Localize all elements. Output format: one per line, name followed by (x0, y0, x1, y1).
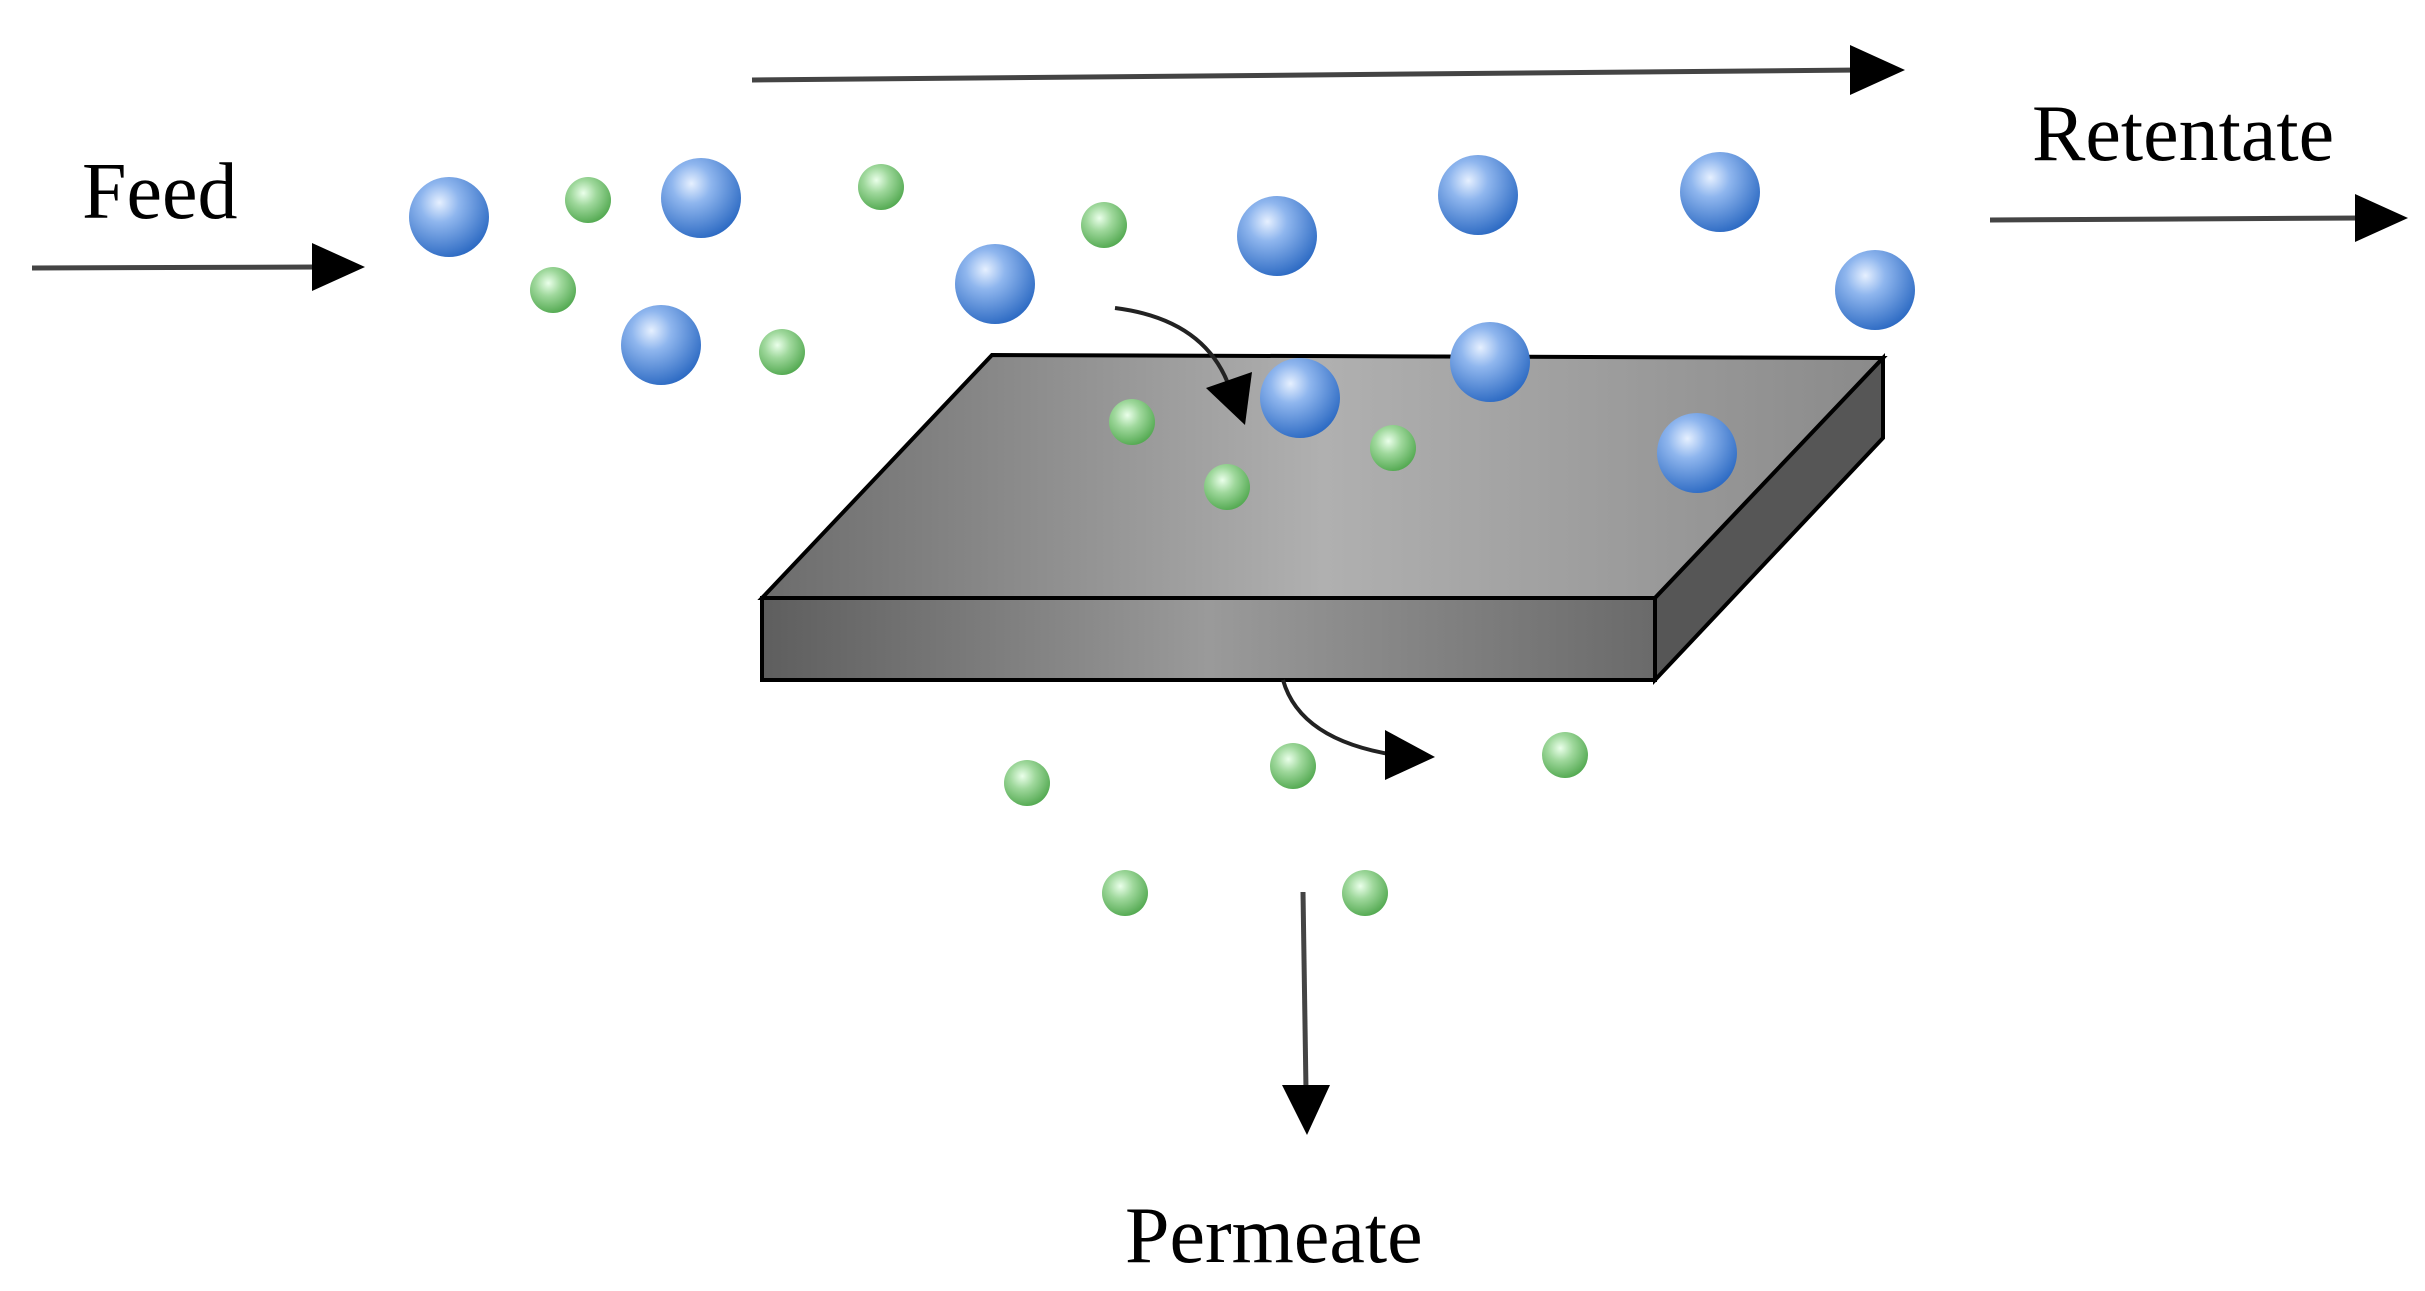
curved-arrow-out-of-membrane (1281, 679, 1435, 780)
small-particles (530, 164, 1588, 916)
large-particles (409, 152, 1915, 493)
top-flow-arrow (751, 45, 1905, 95)
small-particle (1204, 464, 1250, 510)
retentate-label: Retentate (2032, 90, 2334, 178)
large-particle (1438, 155, 1518, 235)
permeate-label: Permeate (1125, 1192, 1423, 1280)
large-particle (621, 305, 701, 385)
large-particle (409, 177, 489, 257)
feed-label: Feed (82, 148, 238, 236)
small-particle (1102, 870, 1148, 916)
small-particle (1542, 732, 1588, 778)
curved-arrow-into-membrane (1114, 306, 1252, 425)
small-particle (1370, 425, 1416, 471)
large-particle (1680, 152, 1760, 232)
large-particle (955, 244, 1035, 324)
retentate-arrow (1989, 194, 2408, 242)
small-particle (759, 329, 805, 375)
large-particle (1450, 322, 1530, 402)
large-particle (661, 158, 741, 238)
small-particle (565, 177, 611, 223)
feed-arrow (31, 243, 365, 291)
large-particle (1835, 250, 1915, 330)
large-particle (1657, 413, 1737, 493)
small-particle (1004, 760, 1050, 806)
small-particle (1109, 399, 1155, 445)
membrane-side-face (1653, 352, 1885, 686)
membrane-front-face (760, 596, 1657, 682)
small-particle (1081, 202, 1127, 248)
large-particle (1237, 196, 1317, 276)
small-particle (858, 164, 904, 210)
small-particle (530, 267, 576, 313)
small-particle (1342, 870, 1388, 916)
permeate-arrow (1282, 891, 1330, 1135)
large-particle (1260, 358, 1340, 438)
small-particle (1270, 743, 1316, 789)
membrane (757, 352, 1888, 686)
